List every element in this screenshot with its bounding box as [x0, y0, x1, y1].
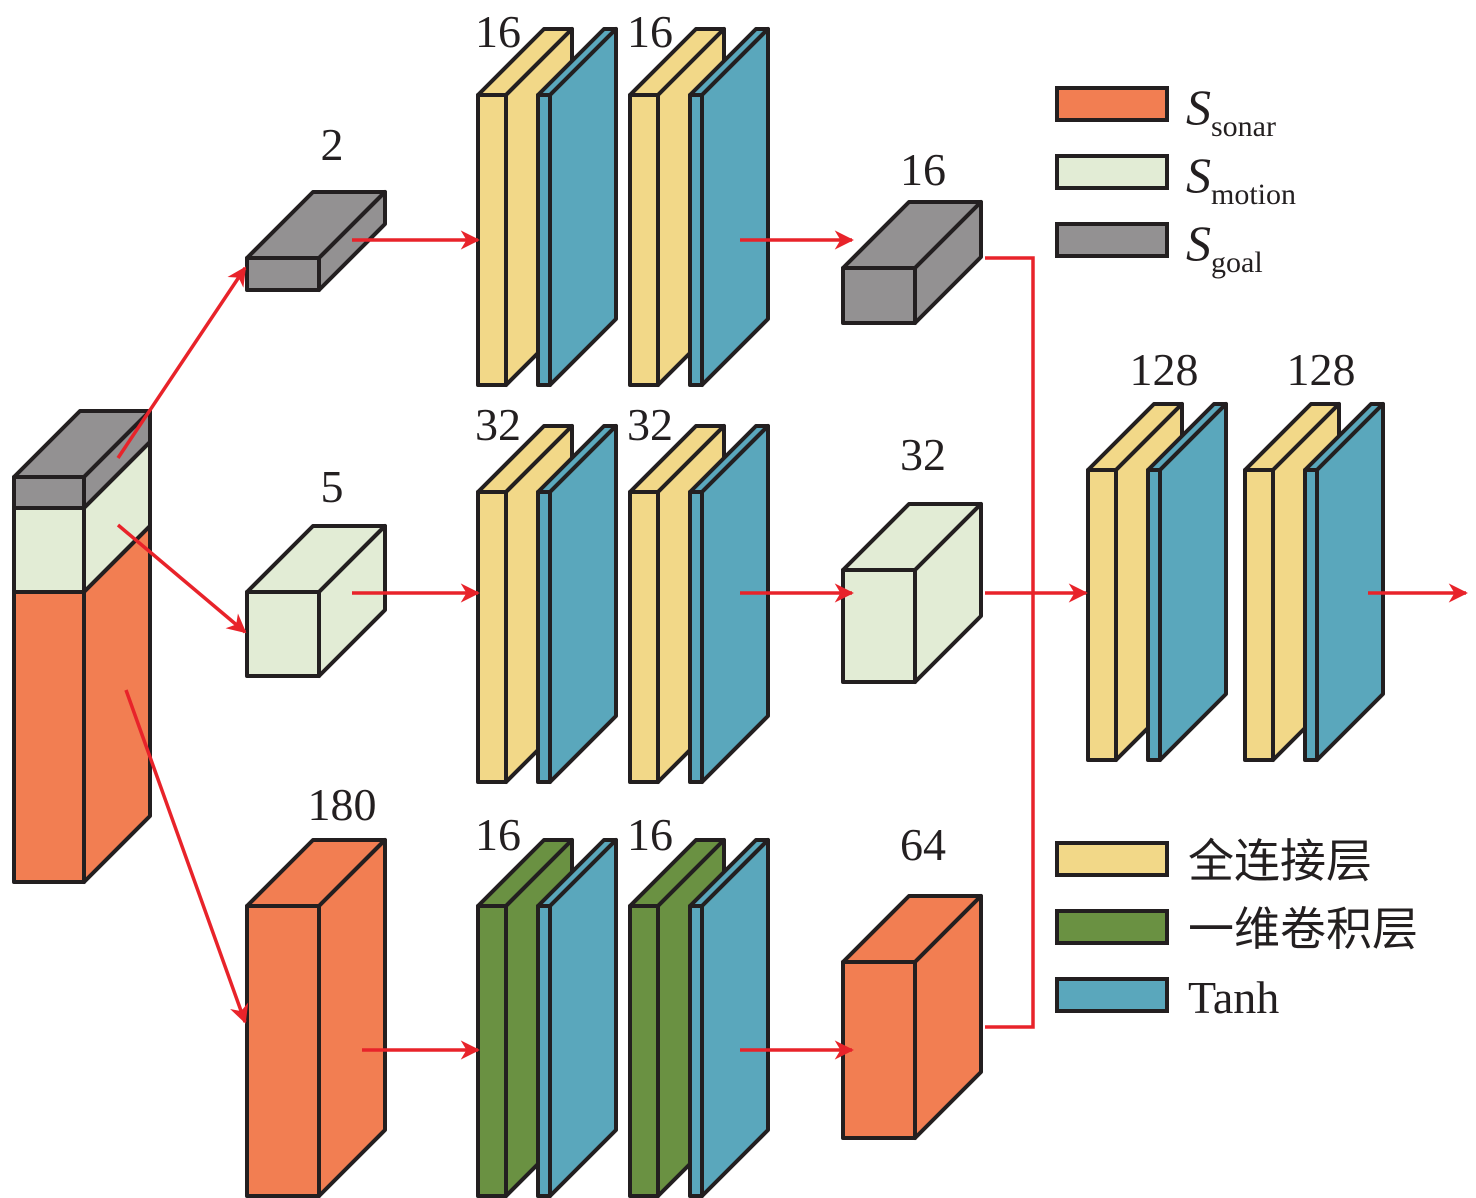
branch-goal-layer-2-layer-pair [628, 27, 770, 387]
input-column-front-sonar [12, 590, 86, 884]
branch-sonar-layer-2-layer-front [628, 904, 660, 1198]
branch-motion-layer-2-layer-front [628, 490, 660, 784]
branch-goal-layer-1-label: 16 [475, 6, 521, 57]
branch-motion-output-block-front [841, 568, 917, 684]
branch-sonar-layer-1-tanh [536, 838, 618, 1198]
branch-motion-split-arrow [116, 523, 247, 634]
merge-layer-2-tanh-side [1315, 402, 1385, 762]
merge-layer-1-label: 128 [1130, 344, 1199, 395]
input-column-side-sonar [82, 524, 152, 884]
branch-motion-layer-2-tanh [688, 424, 770, 784]
branch-sonar-output-block-front [841, 960, 917, 1140]
legend-label-goal: Sgoal [1186, 215, 1263, 279]
branch-motion-layer-1-layer-front [476, 490, 508, 784]
branch-motion-input-block [245, 524, 387, 678]
branch-sonar-input-block-side [317, 838, 387, 1198]
branch-motion-layer-1-tanh-side [548, 424, 618, 784]
legend-swatch-conv1d [1055, 909, 1169, 945]
branch-sonar-layer-2-tanh-side [700, 838, 770, 1198]
legend-swatch-goal [1055, 222, 1169, 258]
branch-sonar-output-block [841, 894, 983, 1140]
branch-goal-input-label: 2 [321, 119, 344, 170]
input-column-front-goal [12, 475, 86, 510]
branch-motion-layer-2-label: 32 [627, 399, 673, 450]
branch-sonar-layer-1-tanh-side [548, 838, 618, 1198]
merge-layer-2-tanh-front [1303, 468, 1319, 762]
branch-goal-layer-1-tanh [536, 27, 618, 387]
branch-goal-output-block [841, 200, 983, 325]
merge-layer-2-tanh [1303, 402, 1385, 762]
legend-label-fc: 全连接层 [1188, 836, 1372, 887]
merge-layer-1-tanh-side [1158, 402, 1228, 762]
branch-goal-output-label: 16 [900, 144, 946, 195]
branch-sonar-layer-2-label: 16 [627, 809, 673, 860]
branch-sonar-input-label: 180 [308, 779, 377, 830]
merge-layer-1-tanh [1146, 402, 1228, 762]
branch-sonar-layer-2-tanh-front [688, 904, 704, 1198]
merge-layer-1-layer-front [1086, 468, 1118, 762]
branch-motion-input-label: 5 [321, 461, 344, 512]
merge-layer-1-tanh-front [1146, 468, 1162, 762]
branch-sonar-input-block-front [245, 904, 321, 1198]
branch-goal-layer-2-label: 16 [627, 6, 673, 57]
merge-layer-2-label: 128 [1287, 344, 1356, 395]
branch-goal-layer-2-tanh-front [688, 93, 704, 387]
legend-label-sonar: Ssonar [1186, 79, 1276, 143]
branch-sonar-layer-1-layer-pair [476, 838, 618, 1198]
merge-layer-2-layer-front [1243, 468, 1275, 762]
branch-motion-layer-2-tanh-front [688, 490, 704, 784]
branch-sonar-layer-2-tanh [688, 838, 770, 1198]
input-column-front-motion [12, 506, 86, 594]
branch-motion-layer-1-tanh-front [536, 490, 552, 784]
merge-connector-line [985, 256, 1035, 1029]
branch-sonar-input-block [245, 838, 387, 1198]
branch-sonar-output-label: 64 [900, 819, 946, 870]
branch-motion-layer-1-label: 32 [475, 399, 521, 450]
branch-motion-layer-1-tanh [536, 424, 618, 784]
legend-swatch-sonar [1055, 86, 1169, 122]
branch-motion-layer-2-tanh-side [700, 424, 770, 784]
blocks [12, 27, 1385, 1198]
branch-motion-layer-2-layer-pair [628, 424, 770, 784]
labels: 2 16 16 16 5 32 32 32 180 16 16 64 128 128 [308, 6, 1356, 870]
branch-goal-layer-1-tanh-side [548, 27, 618, 387]
legend-label-tanh: Tanh [1188, 972, 1279, 1023]
legend-label-conv1d: 一维卷积层 [1188, 904, 1418, 955]
branch-goal-layer-1-tanh-front [536, 93, 552, 387]
branch-sonar-layer-1-layer-front [476, 904, 508, 1198]
arrows [116, 230, 1468, 1060]
input-state-column [12, 409, 152, 884]
branch-goal-output-block-front [841, 266, 917, 325]
branch-goal-layer-1-layer-pair [476, 27, 618, 387]
branch-motion-layer-1-layer-pair [476, 424, 618, 784]
merge-layer-1-layer-pair [1086, 402, 1228, 762]
branch-sonar-split-arrow [124, 689, 249, 1024]
branch-motion-output-label: 32 [900, 429, 946, 480]
branch-goal-layer-2-tanh-side [700, 27, 770, 387]
branch-motion-output-block [841, 502, 983, 684]
merge-layer-2-layer-pair [1243, 402, 1385, 762]
connectors [985, 256, 1035, 1029]
branch-goal-layer-2-layer-front [628, 93, 660, 387]
branch-sonar-layer-2-layer-pair [628, 838, 770, 1198]
branch-sonar-layer-1-tanh-front [536, 904, 552, 1198]
legend-swatch-fc [1055, 841, 1169, 877]
legend-swatch-tanh [1055, 977, 1169, 1013]
legend-label-motion: Smotion [1186, 147, 1296, 211]
branch-goal-input-block-front [245, 256, 321, 292]
branch-goal-layer-1-layer-front [476, 93, 508, 387]
branch-sonar-layer-1-label: 16 [475, 809, 521, 860]
legend-swatch-motion [1055, 154, 1169, 190]
branch-goal-layer-2-tanh [688, 27, 770, 387]
branch-goal-split-arrow [116, 266, 247, 459]
branch-motion-input-block-front [245, 590, 321, 678]
